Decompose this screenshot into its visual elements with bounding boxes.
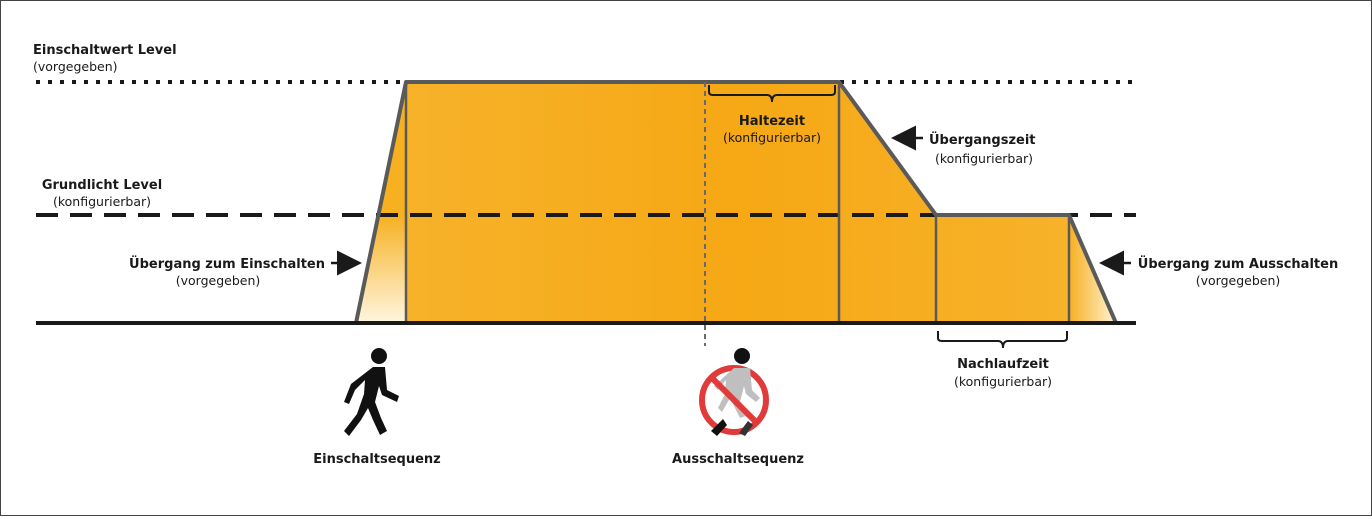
no-person-icon: [699, 348, 769, 436]
uebergangszeit-sub: (konfigurierbar): [935, 151, 1033, 166]
einschaltsequenz-label: Einschaltsequenz: [313, 452, 441, 467]
light-level-outline: [354, 80, 1118, 324]
nachlaufzeit-title: Nachlaufzeit: [957, 357, 1049, 372]
grundlicht-sub: (konfigurierbar): [53, 194, 151, 209]
haltezeit-title: Haltezeit: [739, 114, 805, 129]
uebergang-aus-title: Übergang zum Ausschalten: [1138, 256, 1338, 272]
uebergangszeit-title: Übergangszeit: [929, 132, 1036, 148]
nachlaufzeit-sub: (konfigurierbar): [954, 374, 1052, 389]
uebergang-aus-sub: (vorgegeben): [1196, 273, 1281, 288]
light-level-area: [406, 82, 1069, 323]
ausschaltsequenz-label: Ausschaltsequenz: [672, 452, 804, 467]
haltezeit-bracket: [708, 85, 836, 103]
grundlicht-title: Grundlicht Level: [42, 178, 162, 193]
einschaltwert-sub: (vorgegeben): [33, 59, 118, 74]
einschaltwert-title: Einschaltwert Level: [33, 43, 177, 58]
nachlaufzeit-bracket: [937, 331, 1068, 349]
uebergang-ein-title: Übergang zum Einschalten: [129, 256, 325, 272]
haltezeit-sub: (konfigurierbar): [723, 130, 821, 145]
walking-person-icon: [344, 348, 399, 436]
uebergang-ein-sub: (vorgegeben): [176, 273, 261, 288]
